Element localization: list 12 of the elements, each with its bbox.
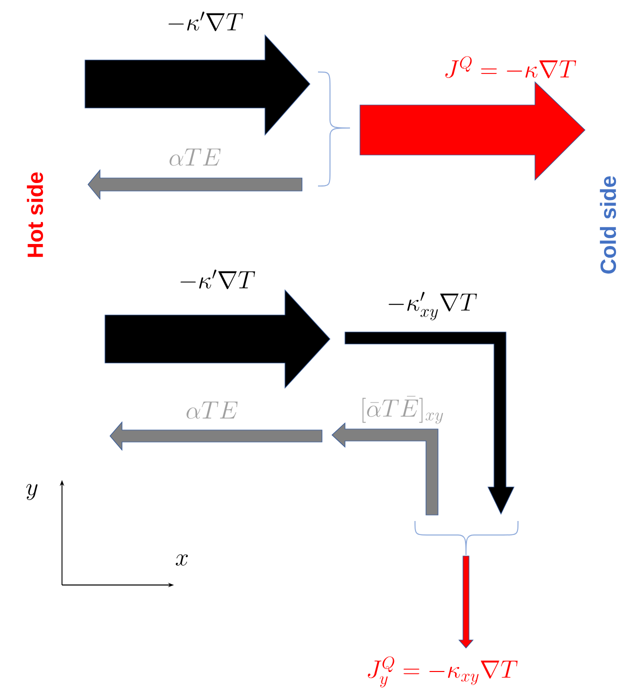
axis-label: $x$ [176,554,188,566]
formula-label: $-\kappa'\nabla T$ [180,270,256,290]
formula-label: $\alpha T E$ [170,148,221,166]
axis-label: $y$ [26,484,38,500]
formula-label: $-\kappa'\nabla T$ [168,12,244,32]
formula-label: $\alpha T E$ [186,402,238,419]
formula-label: $[\bar{\alpha} T \bar{E}]_{xy}$ [362,396,443,424]
side-label: Hot side [26,172,44,257]
formula-label: $J^{Q}_{y} = -\kappa_{xy}\nabla T$ [368,656,518,688]
side-label: Cold side [600,176,616,274]
formula-label: $J^{Q} = -\kappa\nabla T$ [445,56,576,78]
formula-label: $-\kappa'_{xy}\nabla T$ [388,292,477,320]
